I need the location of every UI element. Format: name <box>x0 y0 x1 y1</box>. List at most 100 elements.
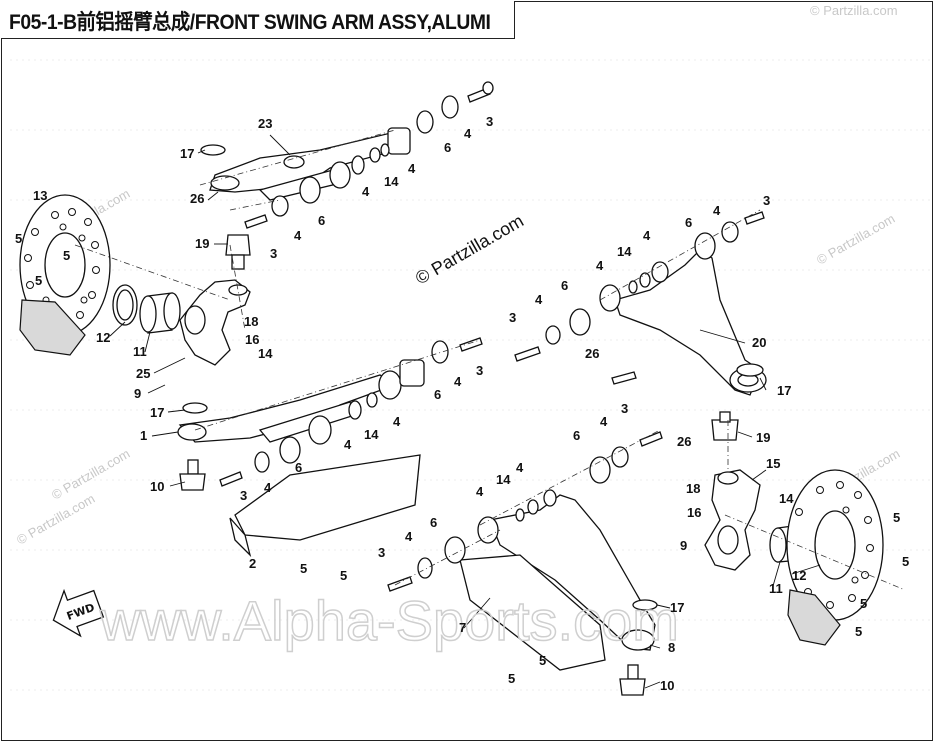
callout-label: 16 <box>245 332 259 347</box>
callout-label: 14 <box>258 346 273 361</box>
right-brake-disc <box>786 469 884 621</box>
callout-label: 4 <box>408 161 416 176</box>
callout-label: 4 <box>464 126 472 141</box>
callout-label: 5 <box>893 510 900 525</box>
callout-label: 4 <box>393 414 401 429</box>
callout-label: 4 <box>344 437 352 452</box>
dust-boot-ring <box>200 144 226 156</box>
watermark-small: © Partzilla.com <box>814 211 897 268</box>
callout-label: 10 <box>150 479 164 494</box>
callout-label: 5 <box>855 624 862 639</box>
callout-label: 23 <box>258 116 272 131</box>
callout-label: 6 <box>444 140 451 155</box>
title-box: F05-1-B前铝摇臂总成/FRONT SWING ARM ASSY,ALUMI <box>1 1 515 39</box>
callout-label: 3 <box>763 193 770 208</box>
callout-label: 6 <box>561 278 568 293</box>
dust-boot-ring <box>736 363 764 377</box>
left-disc-guard <box>19 299 86 356</box>
partzilla-credit: © Partzilla.com <box>412 210 527 288</box>
callout-label: 3 <box>476 363 483 378</box>
callout-label: 11 <box>133 344 147 359</box>
callout-label: 16 <box>687 505 701 520</box>
upper-right-bushings <box>514 211 765 385</box>
callout-label: 14 <box>617 244 632 259</box>
callout-label: 15 <box>766 456 780 471</box>
callout-label: 10 <box>660 678 674 693</box>
callout-label: 5 <box>902 554 909 569</box>
callout-label: 26 <box>585 346 599 361</box>
callout-label: 14 <box>364 427 379 442</box>
callout-label: 4 <box>294 228 302 243</box>
upper-ball-joint-right <box>711 411 739 441</box>
lower-left-a-arm <box>177 374 397 443</box>
callout-label: 4 <box>535 292 543 307</box>
callout-label: 11 <box>769 581 783 596</box>
callout-label: 12 <box>96 330 110 345</box>
callout-label: 6 <box>295 460 302 475</box>
lower-ball-joint-right <box>619 664 646 696</box>
watermark-small: © Partzilla.com <box>810 3 898 18</box>
callout-label: 18 <box>244 314 258 329</box>
callout-labels: 2317261934634641441355512112591816141711… <box>15 114 909 693</box>
callout-label: 3 <box>378 545 385 560</box>
callout-label: 3 <box>270 246 277 261</box>
callout-label: 17 <box>777 383 791 398</box>
callout-label: 4 <box>405 529 413 544</box>
callout-label: 3 <box>240 488 247 503</box>
callout-label: 14 <box>496 472 511 487</box>
forward-direction-arrow: FWD <box>52 588 105 638</box>
callout-label: 5 <box>508 671 515 686</box>
upper-ball-joint <box>225 234 251 270</box>
callout-label: 14 <box>779 491 794 506</box>
callout-label: 5 <box>860 596 867 611</box>
callout-label: 18 <box>686 481 700 496</box>
callout-label: 4 <box>362 184 370 199</box>
callout-label: 20 <box>752 335 766 350</box>
callout-label: 1 <box>140 428 147 443</box>
callout-label: 3 <box>486 114 493 129</box>
callout-label: 5 <box>539 653 546 668</box>
lower-right-a-arm <box>489 494 656 651</box>
callout-label: 4 <box>600 414 608 429</box>
assembly-center-lines <box>74 129 906 591</box>
callout-label: 25 <box>136 366 150 381</box>
callout-label: 17 <box>670 600 684 615</box>
callout-label: 19 <box>195 236 209 251</box>
callout-label: 3 <box>621 401 628 416</box>
callout-label: 8 <box>668 640 675 655</box>
callout-label: 5 <box>340 568 347 583</box>
callout-label: 9 <box>134 386 141 401</box>
callout-label: 5 <box>35 273 42 288</box>
callout-label: 4 <box>643 228 651 243</box>
callout-label: 4 <box>454 374 462 389</box>
right-disc-guard <box>787 589 841 646</box>
callout-label: 4 <box>516 460 524 475</box>
callout-label: 6 <box>685 215 692 230</box>
left-brake-disc <box>19 194 111 336</box>
lower-ball-joint-left <box>179 459 206 491</box>
callout-label: 5 <box>63 248 70 263</box>
callout-label: 7 <box>459 620 466 635</box>
dust-boot-ring <box>182 402 208 414</box>
callout-label: 2 <box>249 556 256 571</box>
lower-arm-bushings <box>219 337 483 487</box>
left-wheel-bearing <box>139 292 181 334</box>
callout-label: 13 <box>33 188 47 203</box>
callout-label: 5 <box>15 231 22 246</box>
callout-label: 5 <box>300 561 307 576</box>
right-steering-knuckle <box>704 469 761 571</box>
alpha-sports-watermark: www.Alpha-Sports.com <box>99 589 679 652</box>
upper-arm-bushings <box>244 81 494 229</box>
callout-label: 19 <box>756 430 770 445</box>
callout-label: 6 <box>434 387 441 402</box>
callout-label: 12 <box>792 568 806 583</box>
callout-leaders <box>109 134 821 689</box>
page-title: F05-1-B前铝摇臂总成/FRONT SWING ARM ASSY,ALUMI <box>9 11 491 34</box>
callout-label: 4 <box>264 480 272 495</box>
right-guard-plate <box>459 554 606 671</box>
callout-label: 9 <box>680 538 687 553</box>
callout-label: 26 <box>677 434 691 449</box>
callout-label: 17 <box>150 405 164 420</box>
callout-label: 3 <box>509 310 516 325</box>
